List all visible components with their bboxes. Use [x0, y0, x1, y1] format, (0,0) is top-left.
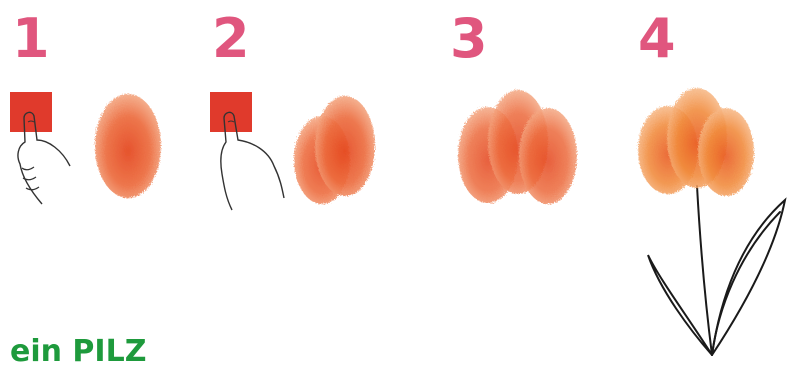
two-fingerprint-petals: [294, 96, 375, 204]
finger-on-paint-pad-icon: [10, 92, 70, 204]
tulip-icon: [638, 88, 785, 355]
fingerprint-icon: [95, 94, 161, 198]
finger-on-paint-pad-icon: [210, 92, 284, 210]
three-fingerprint-petals: [458, 90, 577, 204]
